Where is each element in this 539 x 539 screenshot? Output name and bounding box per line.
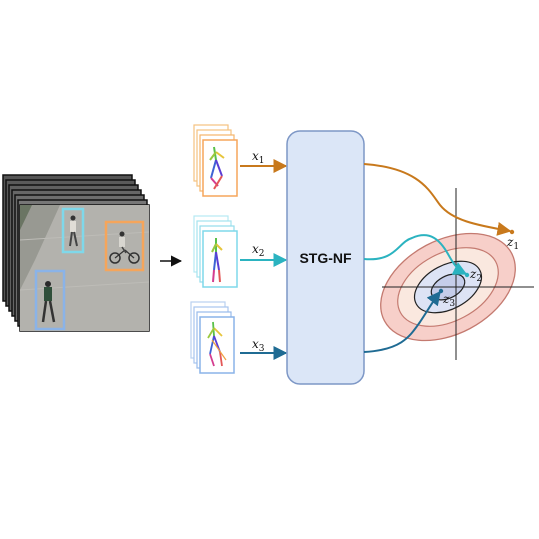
- output-curve-z3: [363, 290, 441, 353]
- latent-label-z2: z2: [469, 267, 482, 284]
- stg-nf-label: STG-NF: [299, 250, 352, 266]
- skeleton-pose-3: [207, 321, 227, 367]
- stg-nf-block: STG-NF: [286, 130, 365, 385]
- latent-label-z3: z3: [442, 292, 455, 309]
- cyclist-figure: [109, 231, 140, 264]
- video-frame-stack: [2, 174, 150, 332]
- input-arrow-x3: x3: [240, 337, 288, 360]
- skeleton-stack-cyan: [193, 215, 238, 288]
- latent-point-z3: z3: [438, 288, 455, 309]
- bbox-orange: [104, 220, 145, 272]
- skeleton-pose-2: [211, 238, 223, 283]
- skeleton-stack-blue: [190, 301, 235, 374]
- latent-label-z1: z1: [506, 235, 519, 252]
- input-label-x1: x1: [252, 149, 265, 166]
- latent-point-z2: z2: [464, 267, 482, 284]
- output-curve-z1: [363, 163, 512, 236]
- video-frame-front: [19, 204, 150, 332]
- input-arrow-x2: x2: [240, 242, 288, 267]
- input-label-x3: x3: [252, 337, 265, 354]
- pedestrian-figure-bottom: [41, 281, 56, 323]
- latent-point-z1: z1: [506, 229, 519, 252]
- skeleton-pose-1: [209, 146, 225, 190]
- input-arrow-x1: x1: [240, 149, 288, 173]
- input-label-x2: x2: [252, 242, 265, 259]
- bbox-cyan: [61, 207, 85, 254]
- latent-space: [380, 188, 534, 360]
- output-curve-z2: [363, 234, 468, 275]
- skeleton-stack-orange: [193, 124, 238, 197]
- bbox-blue: [34, 269, 66, 331]
- pedestrian-figure-top: [69, 215, 78, 247]
